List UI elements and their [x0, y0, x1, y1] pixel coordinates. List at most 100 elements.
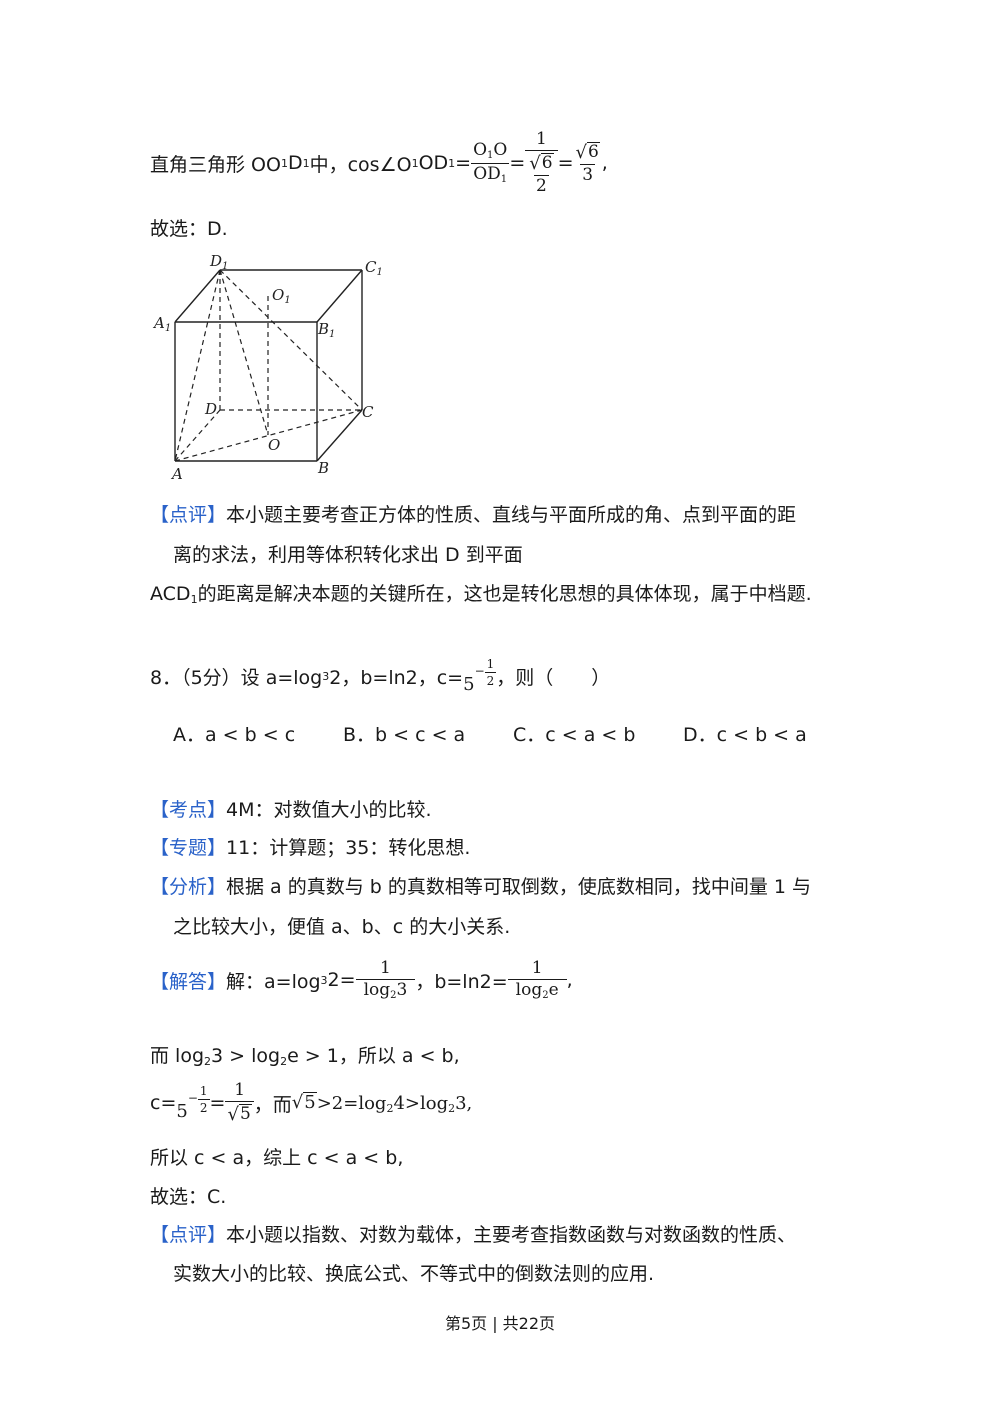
subscript: 1	[411, 156, 419, 170]
text: 本小题以指数、对数为载体，主要考查指数函数与对数函数的性质、	[226, 1224, 797, 1246]
review7-line1: 【点评】本小题主要考查正方体的性质、直线与平面所成的角、点到平面的距	[150, 500, 796, 527]
option-d[interactable]: D．c < b < a	[683, 724, 807, 746]
text: 直角三角形 OO	[150, 153, 281, 176]
text: ，则（ ）	[496, 666, 611, 689]
sqrt: √6	[575, 141, 600, 163]
text: ACD	[150, 583, 191, 605]
power-5-neg-half: 5 − 1 2	[463, 656, 497, 695]
base: 5	[176, 1100, 188, 1122]
zhuanti-line: 【专题】11：计算题；35：转化思想.	[150, 833, 470, 860]
label-D: D	[204, 400, 217, 418]
option-a[interactable]: A．a < b < c	[173, 724, 296, 746]
option-b[interactable]: B．b < c < a	[343, 724, 466, 746]
base: 5	[463, 673, 475, 695]
label-A1: A1	[152, 314, 171, 334]
exponent-fraction: 1 2	[197, 1083, 210, 1115]
text: 11：计算题；35：转化思想.	[226, 837, 471, 859]
text: OD	[418, 152, 449, 174]
fraction-1-over-sqrt6-half: 1 √6 2	[525, 129, 558, 195]
label-O1: O1	[272, 286, 291, 306]
text: D	[287, 152, 303, 174]
jieda-tag: 【解答】	[150, 970, 227, 993]
text: =	[509, 152, 526, 174]
fraction-sqrt6-over-3: √6 3	[573, 142, 601, 184]
option-c[interactable]: C．c < a < b	[513, 724, 636, 746]
text: ,	[566, 969, 573, 991]
jieda-line3: c= 5 − 1 2 = 1 √5 ，而 √5>2=log24>log23,	[150, 1076, 472, 1130]
sign: −	[187, 1090, 198, 1105]
fraction-1-over-log2-3: 1 log23	[355, 959, 416, 1001]
text: 3 > log	[211, 1045, 281, 1067]
subscript: 1	[280, 156, 288, 170]
text: ,	[601, 152, 608, 174]
denominator: 2	[533, 174, 549, 196]
text: =	[557, 152, 574, 174]
review-tag: 【点评】	[150, 504, 227, 526]
power-5-neg-half: 5 − 1 2	[176, 1083, 210, 1122]
text: ，而	[253, 1093, 292, 1116]
kaodian-line: 【考点】4M：对数值大小的比较.	[150, 795, 432, 822]
text: 8．（5分）设 a=log	[150, 666, 323, 689]
exponent-fraction: 1 2	[484, 656, 497, 688]
label-B1: B1	[317, 320, 335, 340]
page-footer: 第5页 | 共22页	[444, 1314, 556, 1333]
text: 解：a=log	[226, 970, 321, 993]
review8-line2: 实数大小的比较、换底公式、不等式中的倒数法则的应用.	[173, 1263, 655, 1285]
label-B: B	[317, 459, 329, 477]
fraction-1-over-sqrt5: 1 √5	[225, 1082, 254, 1124]
q8-options: A．a < b < c B．b < c < a C．c < a < b D．c < b…	[173, 720, 853, 747]
choice-line: 故选：D.	[150, 218, 228, 240]
text: e > 1，所以 a < b,	[287, 1045, 460, 1067]
label-D1: D1	[209, 252, 228, 272]
text: 中，cos∠O	[309, 153, 412, 176]
kaodian-tag: 【考点】	[150, 799, 227, 821]
text: 4M：对数值大小的比较.	[226, 799, 432, 821]
denominator: 3	[580, 163, 596, 185]
text: 2，b=ln2，c=	[329, 666, 464, 689]
fenxi-line1: 【分析】根据 a 的真数与 b 的真数相等可取倒数，使底数相同，找中间量 1 与	[150, 872, 811, 899]
fraction-o1o-over-od1: O1O OD1	[471, 139, 510, 185]
review8-line1: 【点评】本小题以指数、对数为载体，主要考查指数函数与对数函数的性质、	[150, 1220, 796, 1247]
text: 本小题主要考查正方体的性质、直线与平面所成的角、点到平面的距	[226, 504, 797, 526]
label-A: A	[170, 465, 183, 483]
jieda-line5: 故选：C.	[150, 1186, 227, 1208]
jieda-line4: 所以 c < a，综上 c < a < b,	[150, 1147, 404, 1169]
text: 根据 a 的真数与 b 的真数相等可取倒数，使底数相同，找中间量 1 与	[226, 876, 812, 898]
inner-fraction: √6 2	[527, 153, 555, 195]
text: 的距离是解决本题的关键所在，这也是转化思想的具体体现，属于中档题.	[197, 583, 812, 605]
numerator: 1	[535, 129, 547, 150]
text: OD	[473, 163, 501, 184]
fenxi-line2: 之比较大小，便值 a、b、c 的大小关系.	[173, 916, 511, 938]
text: 2=	[327, 969, 356, 991]
subscript: 2	[204, 1055, 212, 1068]
subscript: 1	[190, 593, 198, 606]
fenxi-tag: 【分析】	[150, 876, 227, 898]
review7-line3: ACD1的距离是解决本题的关键所在，这也是转化思想的具体体现，属于中档题.	[150, 579, 812, 606]
subscript: 1	[302, 156, 310, 170]
label-O: O	[268, 436, 280, 454]
text: O	[473, 139, 488, 160]
text: =	[455, 152, 472, 174]
label-C: C	[362, 403, 374, 421]
text: c=	[150, 1092, 177, 1114]
zhuanti-tag: 【专题】	[150, 837, 227, 859]
cube-figure: D1 C1 O1 A1 B1 D C O A B	[152, 252, 383, 483]
label-C1: C1	[365, 258, 383, 278]
subscript: 1	[448, 156, 456, 170]
sign: −	[474, 663, 485, 678]
sqrt: √6	[529, 152, 554, 174]
text: 而 log	[150, 1045, 205, 1067]
subscript: 3	[322, 669, 330, 683]
text: =	[209, 1092, 226, 1114]
text: ，b=ln2=	[415, 970, 508, 993]
inequality-chain: √5>2=log24>log23,	[291, 1091, 473, 1115]
subscript: 1	[487, 149, 494, 161]
review7-line2: 离的求法，利用等体积转化求出 D 到平面	[173, 544, 523, 566]
text: O	[493, 139, 508, 160]
subscript: 3	[320, 973, 328, 987]
subscript: 2	[280, 1055, 288, 1068]
fraction-1-over-log2-e: 1 log2e	[507, 959, 567, 1001]
